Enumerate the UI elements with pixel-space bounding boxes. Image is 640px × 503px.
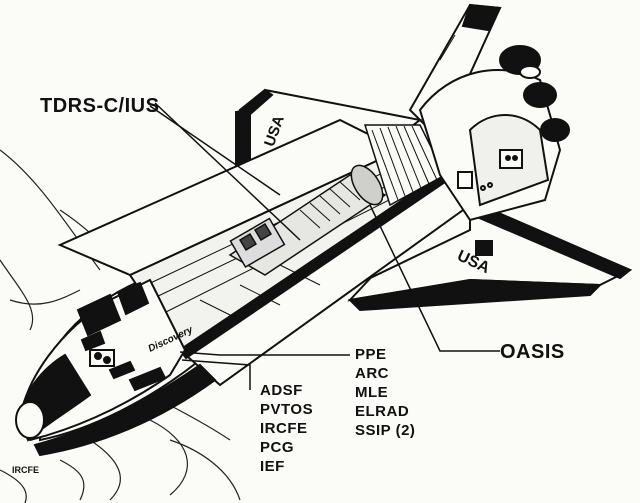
crew-cabin — [15, 278, 217, 457]
leader-lines — [149, 102, 500, 390]
label-list-mid-item: PPE — [355, 346, 387, 363]
label-list-mid: PPE ARC MLE ELRAD SSIP (2) — [355, 347, 415, 442]
label-list-low: ADSF PVTOS IRCFE PCG IEF — [260, 383, 313, 478]
main-engines — [499, 45, 570, 142]
payload-bay-doors — [57, 118, 472, 387]
aft-bulkhead — [363, 124, 446, 207]
label-corner-ircfe: IRCFE — [12, 465, 39, 475]
label-list-low-item: PVTOS — [260, 401, 314, 418]
label-tdrs-ius: TDRS-C/IUS — [40, 95, 160, 117]
label-list-mid-item: MLE — [355, 384, 389, 401]
label-list-low-item: IEF — [260, 458, 285, 475]
label-list-low-item: PCG — [260, 439, 295, 456]
label-list-mid-item: SSIP (2) — [355, 422, 416, 439]
label-list-low-item: ADSF — [260, 382, 303, 399]
label-oasis: OASIS — [500, 341, 565, 363]
aft-fuselage — [418, 69, 562, 222]
tdrs-ius-payload — [228, 164, 387, 276]
label-list-mid-item: ARC — [355, 365, 389, 382]
label-list-mid-item: ELRAD — [355, 403, 410, 420]
label-list-low-item: IRCFE — [260, 420, 308, 437]
